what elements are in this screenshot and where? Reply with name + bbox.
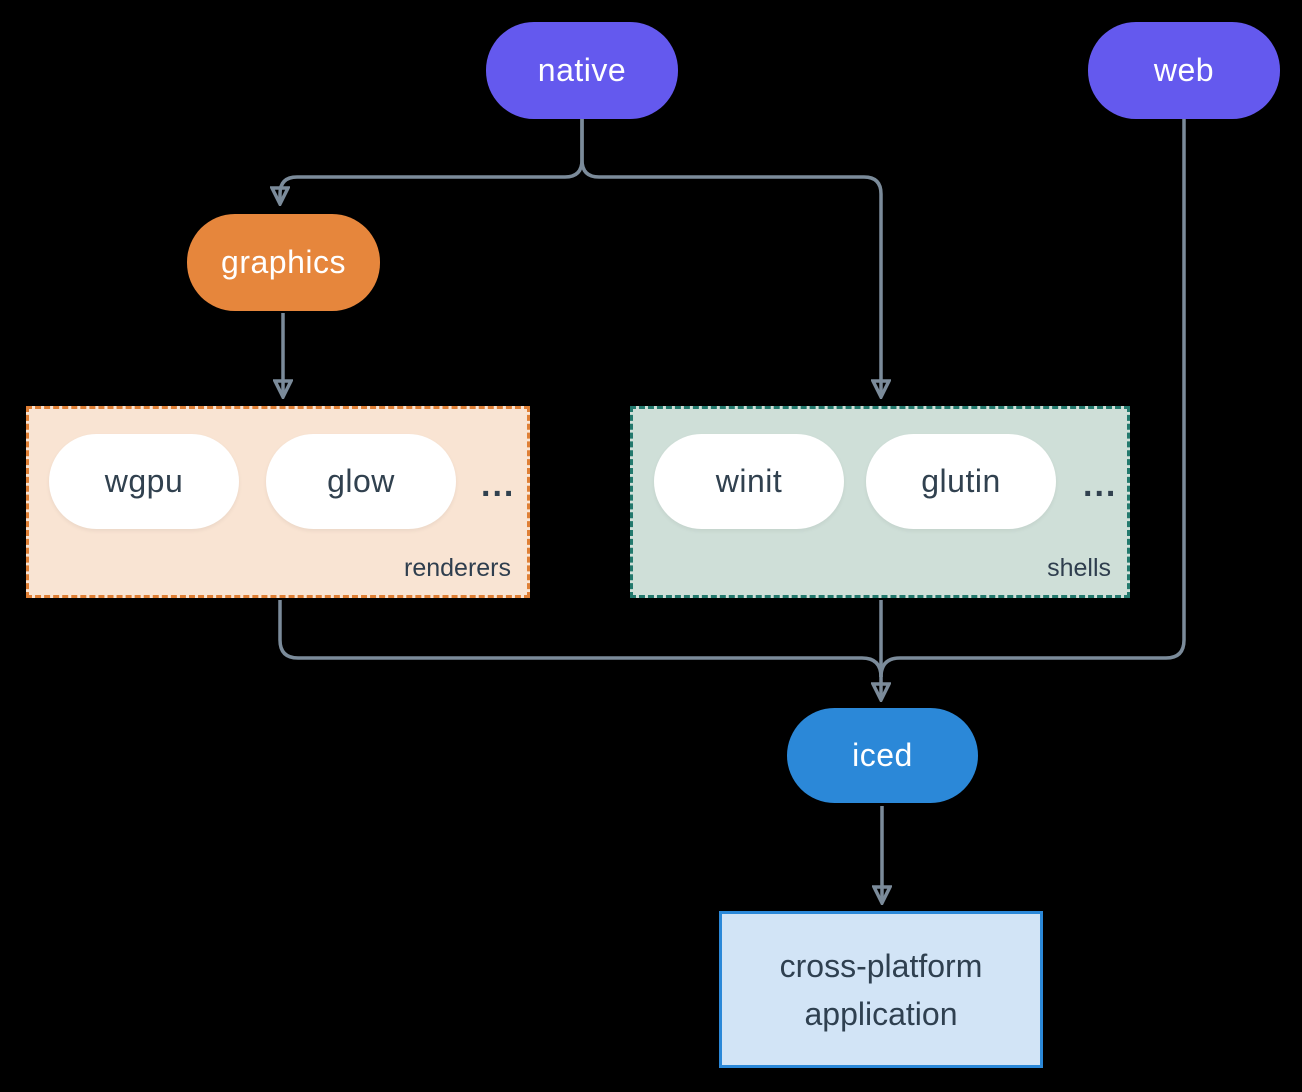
group-shells: winit glutin ... shells bbox=[630, 406, 1130, 598]
shells-ellipsis: ... bbox=[1083, 466, 1118, 504]
edge-native-shells bbox=[580, 119, 881, 396]
node-web: web bbox=[1088, 22, 1280, 119]
renderers-group-label: renderers bbox=[404, 554, 511, 582]
shells-group-label: shells bbox=[1047, 554, 1111, 582]
edge-web-merge bbox=[879, 119, 1186, 678]
node-winit: winit bbox=[654, 434, 844, 529]
node-wgpu: wgpu bbox=[49, 434, 239, 529]
node-graphics: graphics bbox=[187, 214, 380, 311]
renderers-ellipsis: ... bbox=[481, 466, 516, 504]
node-cross-platform-application: cross-platform application bbox=[719, 911, 1043, 1068]
edge-renderers-merge bbox=[278, 600, 883, 678]
edge-native-graphics bbox=[280, 119, 584, 203]
node-glow: glow bbox=[266, 434, 456, 529]
node-glutin: glutin bbox=[866, 434, 1056, 529]
group-renderers: wgpu glow ... renderers bbox=[26, 406, 530, 598]
node-native: native bbox=[486, 22, 678, 119]
node-iced: iced bbox=[787, 708, 978, 803]
